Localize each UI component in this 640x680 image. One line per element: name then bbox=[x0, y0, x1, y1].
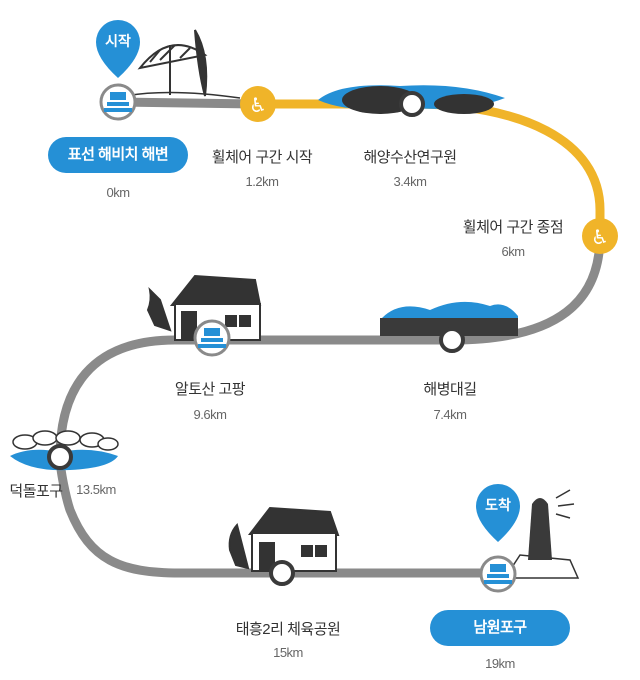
svg-text:♿: ♿ bbox=[249, 93, 267, 117]
stop-label-namwon: 남원포구 bbox=[430, 610, 570, 646]
stop-distance-deokdol: 13.5km bbox=[76, 482, 116, 497]
beach-umbrella-illustration bbox=[124, 29, 241, 99]
stop-distance-haebyeong: 7.4km bbox=[433, 407, 467, 422]
trail-line bbox=[113, 97, 260, 109]
stop-node-altosan bbox=[193, 319, 231, 357]
wheelchair-start-icon: ♿ bbox=[240, 86, 276, 122]
stop-distance-taeheung: 15km bbox=[273, 645, 303, 660]
stop-distance-namwon: 19km bbox=[485, 656, 515, 671]
stop-distance-altosan: 9.6km bbox=[193, 407, 227, 422]
stop-label-wheelchair-end: 휠체어 구간 종점 bbox=[462, 219, 564, 236]
stop-distance-pyoseon: 0km bbox=[106, 185, 130, 200]
end-pin-label: 도착 bbox=[485, 497, 511, 513]
start-pin-label: 시작 bbox=[105, 33, 131, 49]
stop-label-altosan: 알토산 고팡 bbox=[174, 381, 246, 398]
start-pin-icon bbox=[96, 20, 140, 78]
lighthouse-illustration bbox=[503, 489, 580, 579]
stop-label-deokdol: 덕돌포구 bbox=[9, 483, 63, 500]
stop-node-taeheung bbox=[269, 560, 295, 586]
stop-node-pyoseon bbox=[99, 83, 137, 121]
stop-distance-wheelchair-start: 1.2km bbox=[245, 174, 279, 189]
stop-label-taeheung: 태흥2리 체육공원 bbox=[235, 621, 341, 638]
stop-label-wheelchair-start: 휠체어 구간 시작 bbox=[211, 149, 313, 166]
stop-node-namwon bbox=[479, 555, 517, 593]
stop-label-haeyang: 해양수산연구원 bbox=[363, 149, 457, 166]
end-pin-icon bbox=[476, 484, 520, 542]
trail-line-main bbox=[55, 231, 605, 578]
stop-distance-wheelchair-end: 6km bbox=[501, 244, 525, 259]
house-illustration-2 bbox=[228, 506, 340, 572]
stop-label-haebyeong: 해병대길 bbox=[423, 381, 477, 398]
stop-label-pyoseon: 표선 해비치 해변 bbox=[48, 137, 188, 173]
svg-text:♿: ♿ bbox=[591, 225, 609, 249]
stop-node-haebyeong bbox=[439, 327, 465, 353]
stop-distance-haeyang: 3.4km bbox=[393, 174, 427, 189]
sea-wall-illustration bbox=[380, 301, 518, 336]
wheelchair-end-icon: ♿ bbox=[582, 218, 618, 254]
stop-node-deokdol bbox=[47, 444, 73, 470]
stop-node-haeyang bbox=[399, 91, 425, 117]
